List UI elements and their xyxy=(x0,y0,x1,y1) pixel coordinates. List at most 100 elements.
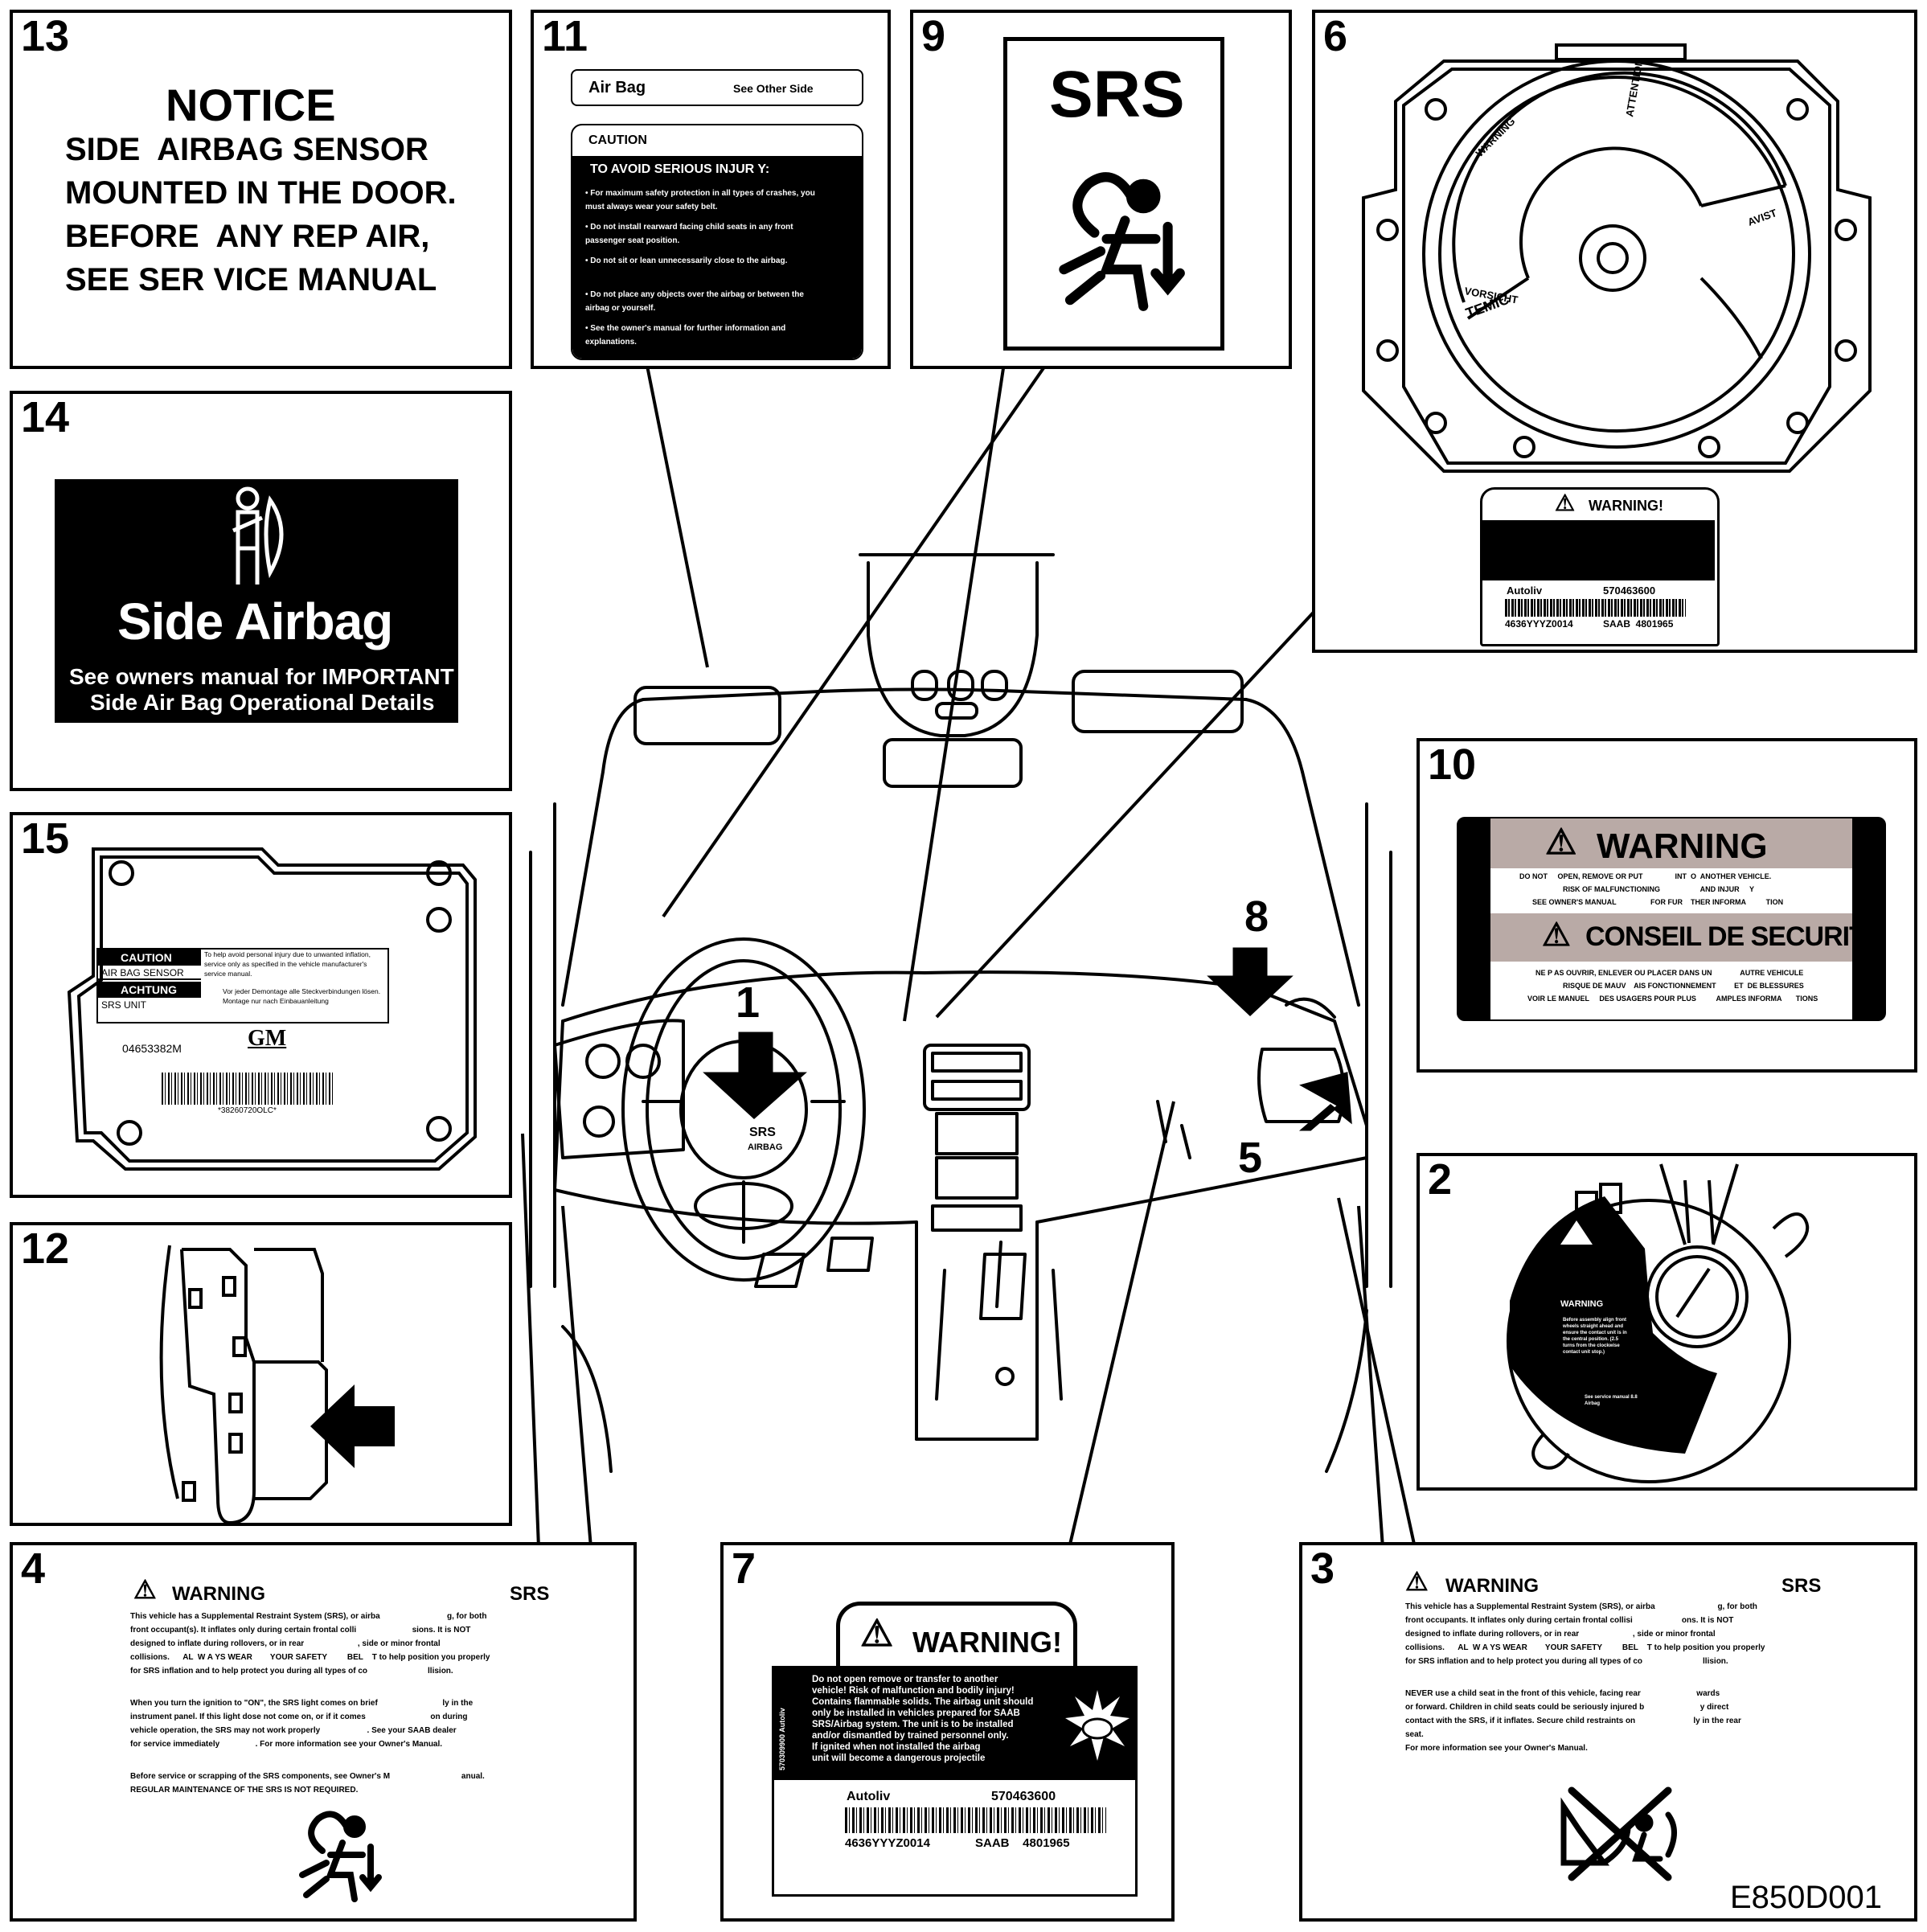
notice-line: MOUNTED IN THE DOOR. xyxy=(65,175,457,211)
air-bag-text: Air Bag xyxy=(588,79,646,96)
warning-line: This vehicle has a Supplemental Restrain… xyxy=(1405,1602,1757,1611)
caution-heading: CAUTION xyxy=(588,133,647,147)
unit-text-line: Do not open remove or transfer to anothe… xyxy=(812,1675,998,1684)
callout-5: 5 xyxy=(1238,1134,1262,1182)
panel-number: 11 xyxy=(542,12,588,60)
gm-logo: GM xyxy=(248,1026,287,1051)
panel-number: 7 xyxy=(732,1544,756,1593)
panel-2-contact-unit: 2 WARNING Before assembly align front wh… xyxy=(1417,1153,1917,1491)
callout-1: 1 xyxy=(736,978,760,1027)
steering-airbag-label: AIRBAG xyxy=(748,1142,782,1152)
warning-heading: WARNING xyxy=(1445,1575,1539,1597)
notice-line: SEE SER VICE MANUAL xyxy=(65,262,437,297)
airbag-occupant-icon xyxy=(1059,172,1185,311)
panel-14-side-airbag-label: 14 Side Airbag See owners manual for IMP… xyxy=(10,391,512,791)
srs-unit-tag: SRS UNIT xyxy=(101,999,147,1011)
callout-arrow-5 xyxy=(1298,1072,1352,1131)
panel-number: 10 xyxy=(1428,740,1477,789)
no-rear-facing-child-seat-icon xyxy=(1560,1786,1677,1881)
unit-side-text: 570309900 Autoliv xyxy=(778,1708,786,1770)
warning-line: instrument panel. If this light dose not… xyxy=(130,1713,468,1721)
warning-line: or forward. Children in child seats coul… xyxy=(1405,1703,1729,1712)
warning-heading: WARNING xyxy=(172,1583,265,1605)
label-tab xyxy=(836,1602,1077,1670)
sensor-barcode-text: *38260720OLC* xyxy=(218,1106,277,1115)
panel-9-srs-label: 9 SRS xyxy=(910,10,1292,369)
unit-part-number: 570463600 xyxy=(991,1790,1056,1803)
warning-en-line: SEE OWNER'S MANUAL FOR FUR THER INFORMA … xyxy=(1532,898,1784,906)
conseil-fr-line: NE P AS OUVRIR, ENLEVER OU PLACER DANS U… xyxy=(1535,969,1804,977)
caution-bullet: • Do not install rearward facing child s… xyxy=(585,223,793,245)
air-bag-sensor-tag: AIR BAG SENSOR xyxy=(98,966,201,980)
side-airbag-line: Side Air Bag Operational Details xyxy=(90,690,435,715)
unit-code: 4636YYYZ0014 xyxy=(845,1836,930,1850)
contact-unit-drawing xyxy=(1507,1163,1810,1483)
bilingual-label: ⚠ WARNING DO NOT OPEN, REMOVE OR PUT INT… xyxy=(1457,817,1886,1021)
unit-text-line: SRS/Airbag system. The unit is to be ins… xyxy=(812,1720,1014,1729)
srs-plate: SRS xyxy=(1003,37,1224,351)
panel-number: 6 xyxy=(1323,12,1348,60)
warning-en-line: DO NOT OPEN, REMOVE OR PUT INT O ANOTHER… xyxy=(1519,872,1772,880)
module-label-attention: ATTENTION xyxy=(1623,58,1646,118)
warning-line: designed to inflate during rollovers, or… xyxy=(130,1639,441,1648)
caution-subheading: TO AVOID SERIOUS INJUR Y: xyxy=(590,162,770,176)
warning-triangle-icon: ⚠ xyxy=(1542,917,1571,953)
unit-text-line: If ignited when not installed the airbag xyxy=(812,1742,981,1752)
srs-heading: SRS xyxy=(510,1583,550,1605)
warning-line: NEVER use a child seat in the front of t… xyxy=(1405,1689,1720,1698)
warning-triangle-icon: ⚠ xyxy=(860,1612,894,1654)
callout-arrow-8 xyxy=(1207,947,1294,1017)
panel-number: 2 xyxy=(1428,1155,1453,1204)
module-label-warning: WARNING xyxy=(1474,115,1518,159)
notice-title: NOTICE xyxy=(166,80,336,130)
side-airbag-pictogram-icon xyxy=(232,486,284,585)
notice-line: BEFORE ANY REP AIR, xyxy=(65,219,430,254)
unit-text-line: vehicle! Risk of malfunction and bodily … xyxy=(812,1686,1015,1696)
warning-line: collisions. AL W A YS WEAR YOUR SAFETY B… xyxy=(1405,1643,1765,1652)
see-other-side-text: See Other Side xyxy=(733,82,814,95)
conseil-band xyxy=(1490,913,1852,962)
caution-black-field: TO AVOID SERIOUS INJUR Y: • For maximum … xyxy=(572,156,862,359)
unit-text-line: unit will become a dangerous projectile xyxy=(812,1754,986,1763)
unit-text-line: only be installed in vehicles prepared f… xyxy=(812,1708,1020,1718)
warning-line: designed to inflate during rollovers, or… xyxy=(1405,1630,1716,1639)
panel-number: 3 xyxy=(1310,1544,1335,1593)
contact-unit-warning: WARNING xyxy=(1560,1299,1604,1309)
module-warning-heading: WARNING! xyxy=(1589,498,1663,514)
warning-band-title: WARNING xyxy=(1597,827,1768,866)
airbag-module-drawing: WARNING ATTENTION AVIST VORSICHT TEMIC xyxy=(1362,43,1872,473)
conseil-fr-line: RISQUE DE MAUV AIS FONCTIONNEMENT ET DE … xyxy=(1563,982,1804,990)
module-warning-black xyxy=(1480,520,1715,580)
panel-10-warning-conseil-label: 10 ⚠ WARNING DO NOT OPEN, REMOVE OR PUT … xyxy=(1417,738,1917,1073)
caution-bullet: • Do not sit or lean unnecessarily close… xyxy=(585,256,788,265)
caution-bullet: • Do not place any objects over the airb… xyxy=(585,290,804,313)
explosion-icon xyxy=(1065,1690,1130,1761)
sensor-caution-label: CAUTION AIR BAG SENSOR ACHTUNG SRS UNIT … xyxy=(96,948,389,1023)
unit-text-line: and/or dismantled by trained personnel o… xyxy=(812,1731,1009,1741)
panel-12-seat-side-airbag: 12 xyxy=(10,1222,512,1526)
sensor-text-de: Vor jeder Demontage alle Steckverbindung… xyxy=(223,987,381,1005)
caution-bullet: • See the owner's manual for further inf… xyxy=(585,324,786,347)
warning-line: for SRS inflation and to help protect yo… xyxy=(130,1667,453,1676)
autoliv-warning-label: ⚠ WARNING! 570309900 Autoliv Do not open… xyxy=(772,1602,1138,1899)
figure-code: E850D001 xyxy=(1730,1880,1883,1915)
sensor-part-number: 04653382M xyxy=(122,1042,182,1055)
module-code: 4636YYYZ0014 xyxy=(1505,618,1573,630)
caution-bullet: • For maximum safety protection in all t… xyxy=(585,189,815,211)
callout-arrow-12 xyxy=(310,1384,395,1468)
warning-line: For more information see your Owner's Ma… xyxy=(1405,1744,1588,1753)
unit-text-line: Contains flammable solids. The airbag un… xyxy=(812,1697,1034,1707)
module-barcode xyxy=(1505,599,1686,617)
warning-line: seat. xyxy=(1405,1730,1424,1739)
panel-7-airbag-unit-warning: 7 ⚠ WARNING! 570309900 Autoliv Do not op… xyxy=(720,1542,1175,1922)
panel-number: 4 xyxy=(21,1544,46,1593)
panel-number: 14 xyxy=(21,393,70,441)
module-label-avist: AVIST xyxy=(1746,207,1778,228)
callout-8: 8 xyxy=(1244,892,1269,941)
panel-4-srs-warning-label: 4 ⚠ WARNING SRS This vehicle has a Suppl… xyxy=(10,1542,637,1922)
unit-saab: SAAB 4801965 xyxy=(975,1836,1070,1850)
sensor-text-en: To help avoid personal injury due to unw… xyxy=(204,950,371,978)
panel-number: 15 xyxy=(21,814,70,863)
unit-black-field: 570309900 Autoliv Do not open remove or … xyxy=(772,1666,1138,1780)
panel-6-airbag-module: 6 WARNING ATTENTION AVIST VORSICHT TEMIC xyxy=(1312,10,1917,653)
